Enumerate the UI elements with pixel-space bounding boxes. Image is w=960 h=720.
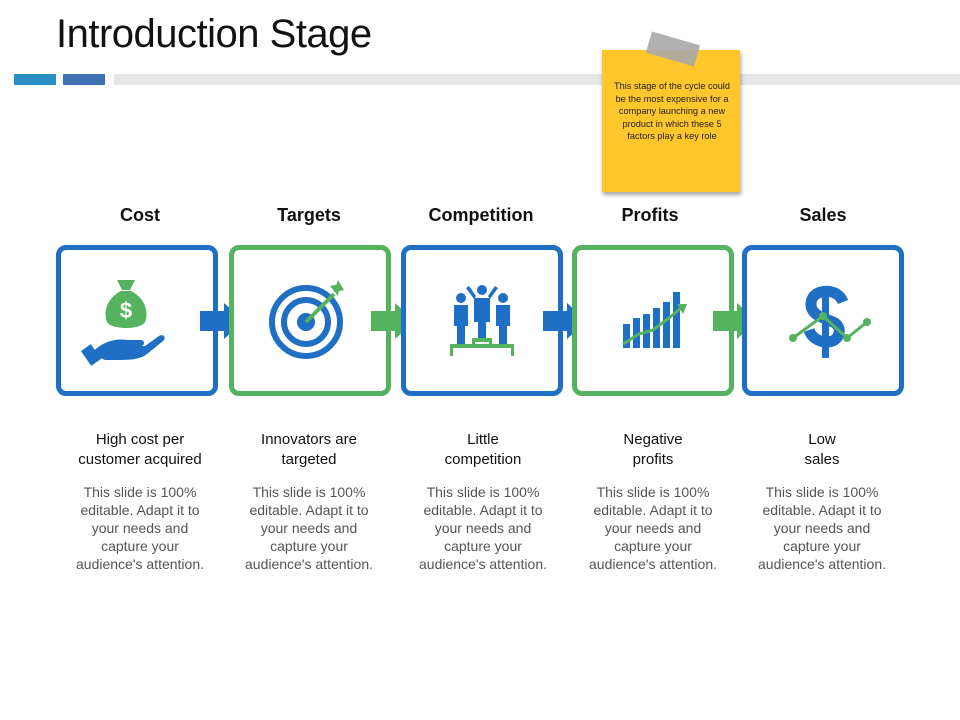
- stage-card-targets: [229, 245, 391, 396]
- stage-card-cost: $: [56, 245, 218, 396]
- stage-subtitle-text: Innovators are targeted: [261, 431, 357, 468]
- target-icon: [269, 280, 344, 359]
- stage-subtitle-text: High cost per customer acquired: [78, 431, 202, 468]
- stage-card-competition: [401, 245, 563, 396]
- stage-description-cost: This slide is 100% editable. Adapt it to…: [76, 484, 204, 572]
- stage-subtitle-sales: Low sales: [737, 430, 907, 470]
- money-bag-hand-icon: $: [80, 280, 165, 366]
- stage-title-cost: Cost: [120, 205, 160, 225]
- slide-title: Introduction Stage: [56, 12, 372, 56]
- stage-title-profits: Profits: [621, 205, 679, 225]
- stage-subtitle-text: Low sales: [804, 431, 840, 468]
- sticky-note-text: This stage of the cycle could be the mos…: [614, 81, 730, 142]
- dollar-trend-icon: [789, 285, 871, 358]
- accent-bar-2: [63, 74, 105, 85]
- bar-chart-growth-icon: [622, 292, 687, 348]
- stage-subtitle-cost: High cost per customer acquired: [55, 430, 225, 470]
- sticky-note: [602, 50, 740, 192]
- accent-divider: [114, 74, 960, 85]
- podium-people-icon: [450, 285, 514, 356]
- stage-subtitle-profits: Negative profits: [568, 430, 738, 470]
- stage-subtitle-competition: Little competition: [398, 430, 568, 470]
- stage-description-sales: This slide is 100% editable. Adapt it to…: [758, 484, 886, 572]
- accent-bar-1: [14, 74, 56, 85]
- stage-title-competition: Competition: [428, 205, 534, 225]
- stage-title-sales: Sales: [799, 205, 847, 225]
- stage-subtitle-targets: Innovators are targeted: [224, 430, 394, 470]
- stage-card-profits: [572, 245, 734, 396]
- stage-description-competition: This slide is 100% editable. Adapt it to…: [419, 484, 547, 572]
- stage-card-sales: [742, 245, 904, 396]
- svg-text:$: $: [120, 298, 132, 323]
- stage-subtitle-text: Negative profits: [623, 431, 683, 468]
- stage-subtitle-text: Little competition: [444, 431, 522, 468]
- stage-description-profits: This slide is 100% editable. Adapt it to…: [589, 484, 717, 572]
- stage-title-targets: Targets: [277, 205, 341, 225]
- stage-description-targets: This slide is 100% editable. Adapt it to…: [245, 484, 373, 572]
